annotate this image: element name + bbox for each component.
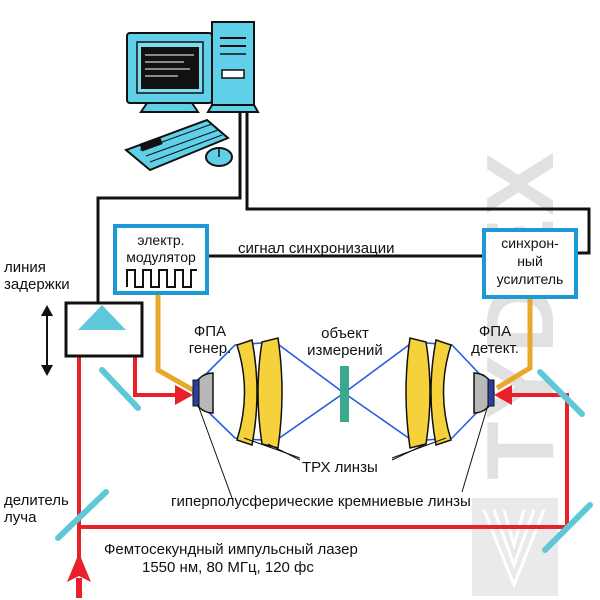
si-lenses-label: гиперполусферические кремниевые линзы — [171, 493, 471, 510]
watermark-text: TYDEX — [467, 150, 574, 480]
delay-line-stage — [64, 301, 144, 358]
modulator-label: электр. модулятор — [126, 232, 196, 265]
optical-fibers — [155, 293, 533, 393]
mirrors — [55, 367, 593, 553]
sample-object — [340, 366, 349, 422]
keyboard-icon — [124, 118, 230, 172]
tydex-watermark: TYDEX — [467, 150, 574, 596]
double-arrow-icon — [41, 305, 53, 376]
pca-detector-label: ФПА детект. — [471, 323, 519, 357]
lockin-box — [482, 228, 578, 299]
object-label: объект измерений — [307, 325, 383, 359]
pca-generator-label: ФПА генер. — [188, 323, 232, 357]
splitter-label: делитель луча — [4, 492, 69, 526]
laser-spec-label: 1550 нм, 80 МГц, 120 фс — [142, 559, 314, 576]
laser-arrow-det — [494, 385, 512, 405]
tpx-lens-left — [236, 337, 283, 449]
si-lens-right — [473, 372, 495, 414]
leader-lines — [197, 404, 489, 499]
control-wires — [96, 112, 591, 303]
lockin-label: синхрон- ный усилитель — [496, 235, 564, 287]
delay-line-label: линия задержки — [4, 259, 70, 293]
square-wave-icon — [126, 269, 197, 288]
laser-title-label: Фемтосекундный импульсный лазер — [104, 541, 358, 558]
mouse-icon — [205, 147, 233, 167]
computer-icon — [126, 21, 260, 113]
laser-arrow-gen — [175, 385, 193, 405]
tpx-lens-right — [405, 337, 452, 449]
si-lens-left — [192, 372, 214, 414]
tpx-lenses-label: ТРХ линзы — [302, 459, 378, 476]
sync-signal-label: сигнал синхронизации — [238, 240, 395, 257]
up-arrow-icon — [67, 553, 91, 598]
